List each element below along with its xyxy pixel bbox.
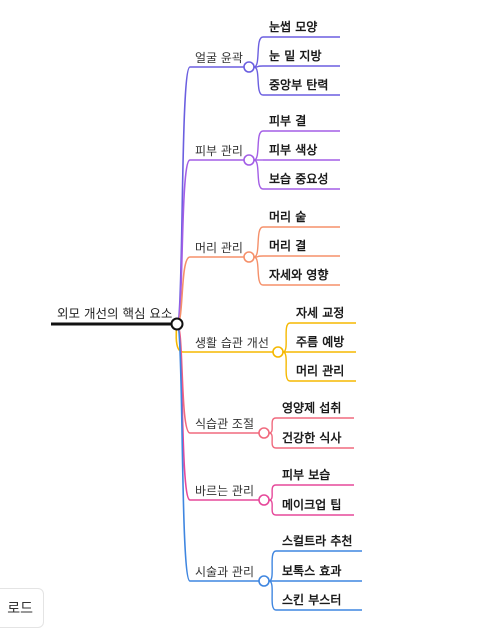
leaf-node-label: 눈썹 모양 xyxy=(269,19,317,34)
branch-label: 피부 관리 xyxy=(195,144,243,158)
branch-label: 바르는 관리 xyxy=(195,484,254,498)
leaf-connector xyxy=(253,256,264,286)
branch-connector xyxy=(176,159,191,325)
leaf-node-label: 건강한 식사 xyxy=(282,430,341,445)
leaf-node-label: 스킨 부스터 xyxy=(282,592,341,607)
leaf-connector xyxy=(253,66,264,96)
leaf-connector xyxy=(268,580,277,611)
branch-label: 시술과 관리 xyxy=(195,565,254,579)
download-button-label: 로드 xyxy=(7,601,33,617)
download-button[interactable]: 로드 xyxy=(0,588,44,628)
leaf-connector xyxy=(253,130,264,161)
leaf-node-label: 보톡스 효과 xyxy=(282,563,341,578)
branch-collapse-toggle[interactable] xyxy=(258,494,270,506)
leaf-node-label: 자세 교정 xyxy=(296,305,344,320)
leaf-connector xyxy=(282,322,291,353)
branch-collapse-toggle[interactable] xyxy=(272,346,284,358)
leaf-connector xyxy=(282,351,291,382)
leaf-connector xyxy=(268,550,277,582)
branch-label: 식습관 조절 xyxy=(195,417,254,431)
leaf-node-label: 눈 밑 지방 xyxy=(269,48,322,63)
leaf-connector xyxy=(253,36,264,68)
leaf-node-label: 머리 관리 xyxy=(296,363,344,378)
leaf-node-label: 머리 결 xyxy=(269,238,306,253)
leaf-node-label: 주름 예방 xyxy=(296,334,344,349)
leaf-node-label: 보습 중요성 xyxy=(269,172,328,186)
branch-collapse-toggle[interactable] xyxy=(258,427,270,439)
branch-collapse-toggle[interactable] xyxy=(243,61,255,73)
leaf-node-label: 영양제 섭취 xyxy=(282,400,341,415)
branch-connector xyxy=(176,323,191,582)
branch-label: 얼굴 윤곽 xyxy=(195,51,243,65)
leaf-node-label: 자세와 영향 xyxy=(269,267,328,282)
leaf-node-label: 스컬트라 추천 xyxy=(282,533,352,548)
root-collapse-toggle[interactable] xyxy=(170,317,184,331)
leaf-connector xyxy=(253,226,264,258)
leaf-node-label: 메이크업 팁 xyxy=(282,497,341,512)
leaf-connector xyxy=(268,417,277,434)
leaf-connector xyxy=(268,499,277,516)
leaf-node-label: 중앙부 탄력 xyxy=(269,77,328,92)
branch-collapse-toggle[interactable] xyxy=(243,154,255,166)
leaf-node-label: 머리 숱 xyxy=(269,209,306,224)
mindmap-edges xyxy=(51,36,362,611)
branch-collapse-toggle[interactable] xyxy=(258,575,270,587)
leaf-connector xyxy=(253,159,264,190)
leaf-connector xyxy=(268,484,277,501)
leaf-connector xyxy=(268,432,277,449)
leaf-node-label: 피부 결 xyxy=(269,113,306,128)
leaf-node-label: 피부 색상 xyxy=(269,142,317,157)
branch-label: 생활 습관 개선 xyxy=(195,336,269,350)
root-node-label: 외모 개선의 핵심 요소 xyxy=(57,306,172,321)
branch-label: 머리 관리 xyxy=(195,241,243,255)
leaf-node-label: 피부 보습 xyxy=(282,467,330,482)
branch-collapse-toggle[interactable] xyxy=(243,251,255,263)
